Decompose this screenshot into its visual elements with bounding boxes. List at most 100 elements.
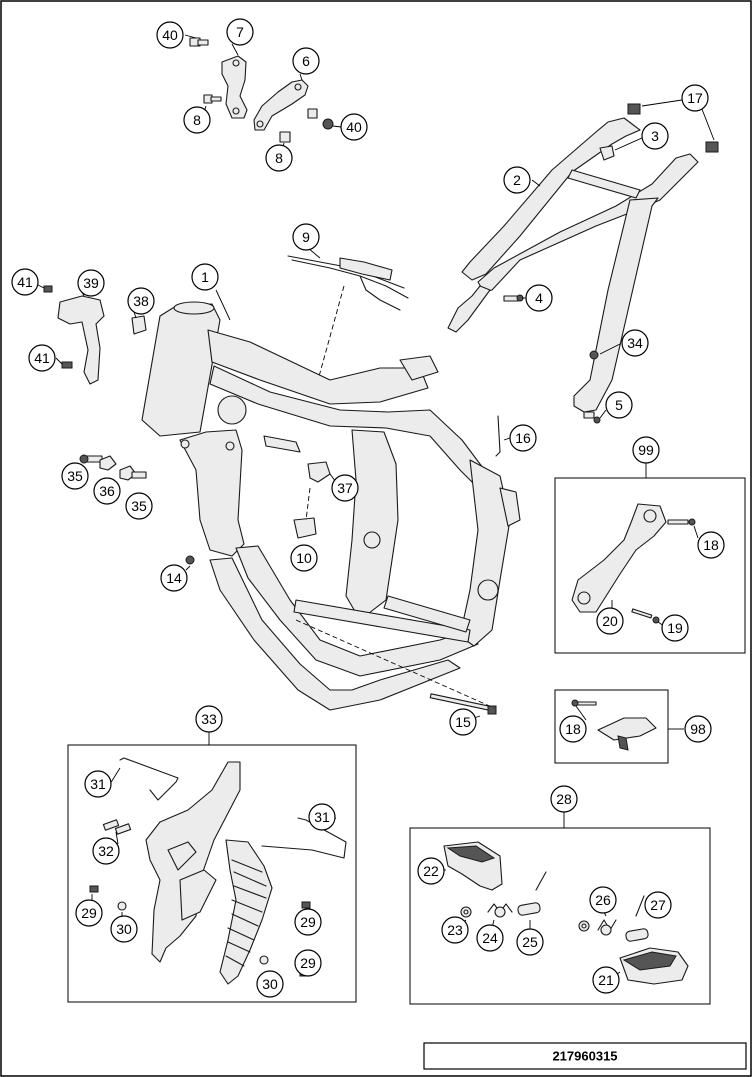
callout-39: 39 — [77, 269, 105, 297]
callout-23: 23 — [441, 916, 469, 944]
callout-10: 10 — [290, 544, 318, 572]
bolt-4 — [503, 294, 524, 302]
callout-35-b: 35 — [125, 492, 153, 520]
callout-18-b: 18 — [559, 715, 587, 743]
frame-protector-33 — [89, 757, 347, 985]
guide-98 — [571, 699, 657, 751]
callout-98: 98 — [684, 715, 712, 743]
callout-16: 16 — [509, 424, 537, 452]
callout-24: 24 — [476, 924, 504, 952]
svg-text:22: 22 — [423, 863, 439, 879]
callout-36: 36 — [93, 477, 121, 505]
svg-text:31: 31 — [314, 809, 330, 825]
callout-19: 19 — [661, 614, 689, 642]
svg-text:34: 34 — [627, 335, 643, 351]
callout-20: 20 — [596, 607, 624, 635]
callout-6: 6 — [292, 47, 320, 75]
svg-text:36: 36 — [99, 483, 115, 499]
wiring-harness-9 — [287, 247, 409, 381]
svg-text:28: 28 — [556, 791, 572, 807]
callout-34: 34 — [621, 329, 649, 357]
callout-41-a: 41 — [11, 268, 39, 296]
document-number: 217960315 — [552, 1049, 617, 1064]
callout-18-a: 18 — [697, 531, 725, 559]
svg-text:18: 18 — [565, 721, 581, 737]
svg-text:15: 15 — [455, 714, 471, 730]
callout-37: 37 — [331, 474, 359, 502]
svg-text:24: 24 — [482, 930, 498, 946]
subframe-2 — [447, 99, 719, 424]
bolt-15 — [429, 693, 497, 715]
bracket-99 — [571, 503, 699, 627]
callout-25: 25 — [516, 928, 544, 956]
document-number-box — [423, 1042, 747, 1070]
footpeg-set-28 — [440, 841, 689, 985]
svg-text:17: 17 — [687, 90, 703, 106]
callout-40-b: 40 — [340, 113, 368, 141]
callout-30-a: 30 — [110, 915, 138, 943]
callout-40-a: 40 — [156, 21, 184, 49]
svg-text:7: 7 — [236, 24, 244, 40]
callout-7: 7 — [226, 18, 254, 46]
svg-text:41: 41 — [34, 350, 50, 366]
callout-8-b: 8 — [265, 144, 293, 172]
callout-31-a: 31 — [84, 770, 112, 798]
bracket-6 — [253, 79, 309, 131]
callout-35-a: 35 — [61, 462, 89, 490]
svg-text:6: 6 — [302, 53, 310, 69]
callout-9: 9 — [292, 223, 320, 251]
clip-17-b — [705, 141, 719, 153]
svg-text:39: 39 — [83, 275, 99, 291]
main-frame-1 — [141, 289, 521, 719]
clip-38 — [131, 315, 147, 335]
top-bracket-parts — [184, 34, 342, 151]
callout-3: 3 — [641, 122, 669, 150]
svg-text:20: 20 — [602, 613, 618, 629]
svg-text:19: 19 — [667, 620, 683, 636]
callout-28: 28 — [550, 785, 578, 813]
svg-text:21: 21 — [598, 972, 614, 988]
callout-14: 14 — [160, 564, 188, 592]
callout-21: 21 — [592, 966, 620, 994]
nut-35-right — [119, 465, 147, 481]
svg-text:33: 33 — [201, 711, 217, 727]
callout-1: 1 — [191, 263, 219, 291]
callout-8-a: 8 — [183, 106, 211, 134]
svg-text:29: 29 — [81, 905, 97, 921]
svg-text:30: 30 — [262, 976, 278, 992]
svg-text:5: 5 — [615, 397, 623, 413]
callout-30-b: 30 — [256, 970, 284, 998]
svg-text:3: 3 — [651, 128, 659, 144]
holder-39 — [57, 295, 105, 385]
callout-5: 5 — [605, 391, 633, 419]
bolt-8-left — [203, 94, 222, 104]
group-98-box — [554, 689, 669, 764]
callout-32: 32 — [92, 837, 120, 865]
plug-32 — [102, 819, 132, 835]
group-28-box — [409, 827, 711, 1005]
bracket-7 — [221, 55, 248, 119]
svg-text:26: 26 — [595, 892, 611, 908]
protector-grid — [225, 859, 267, 967]
clip-17-a — [627, 103, 641, 115]
svg-text:31: 31 — [90, 776, 106, 792]
svg-text:98: 98 — [690, 721, 706, 737]
svg-text:18: 18 — [703, 537, 719, 553]
callout-2: 2 — [503, 166, 531, 194]
callout-26: 26 — [589, 886, 617, 914]
svg-text:1: 1 — [201, 269, 209, 285]
svg-text:37: 37 — [337, 480, 353, 496]
svg-text:25: 25 — [522, 934, 538, 950]
svg-text:99: 99 — [638, 442, 654, 458]
svg-text:8: 8 — [193, 112, 201, 128]
nut-36 — [99, 455, 117, 471]
svg-text:32: 32 — [98, 843, 114, 859]
bolt-5 — [583, 411, 601, 424]
callout-15: 15 — [449, 708, 477, 736]
callout-17: 17 — [681, 84, 709, 112]
svg-text:29: 29 — [300, 955, 316, 971]
callout-29-b: 29 — [294, 908, 322, 936]
clamp-16 — [495, 415, 501, 457]
